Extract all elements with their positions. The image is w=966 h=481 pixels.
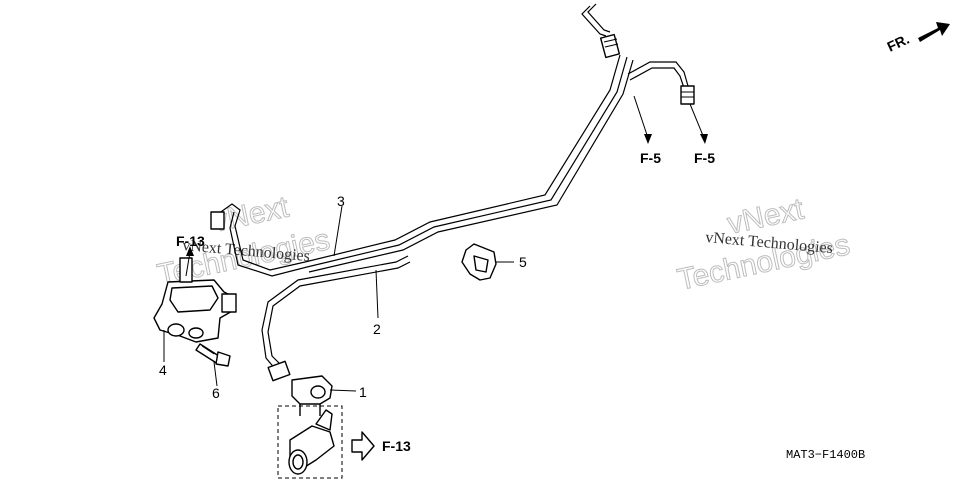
pipe-part-3	[217, 3, 634, 277]
reference-arrow-icon	[351, 431, 375, 461]
valve-part-4	[153, 257, 237, 343]
callout-2: 2	[373, 321, 381, 337]
front-direction-indicator: FR.	[885, 22, 950, 55]
ref-f13-bottom: F-13	[382, 438, 411, 454]
inset-box	[277, 405, 343, 479]
drawing-code: MAT3−F1400B	[786, 448, 865, 462]
callout-4: 4	[159, 362, 167, 378]
clip-part-5	[461, 243, 497, 281]
callout-6: 6	[212, 385, 220, 401]
flare-nut-lower	[267, 360, 291, 382]
watermark-right: vNext Technologies vNext Technologies	[674, 192, 853, 297]
callout-3: 3	[337, 193, 345, 209]
ref-f13-left: F-13	[176, 233, 205, 249]
callout-5: 5	[519, 254, 527, 270]
bolt-part-6	[195, 343, 231, 367]
pipe-part-2	[261, 61, 689, 371]
flare-nut-right	[680, 85, 695, 105]
front-arrow-icon	[918, 22, 950, 42]
leader-arrowheads	[186, 134, 708, 256]
leader-lines	[163, 95, 705, 392]
flare-nut-left	[210, 211, 225, 230]
ref-f5-right: F-5	[694, 150, 715, 166]
ref-f5-left: F-5	[640, 150, 661, 166]
front-direction-label: FR.	[885, 31, 912, 55]
callout-1: 1	[359, 384, 367, 400]
flare-nut-upper	[599, 33, 621, 59]
